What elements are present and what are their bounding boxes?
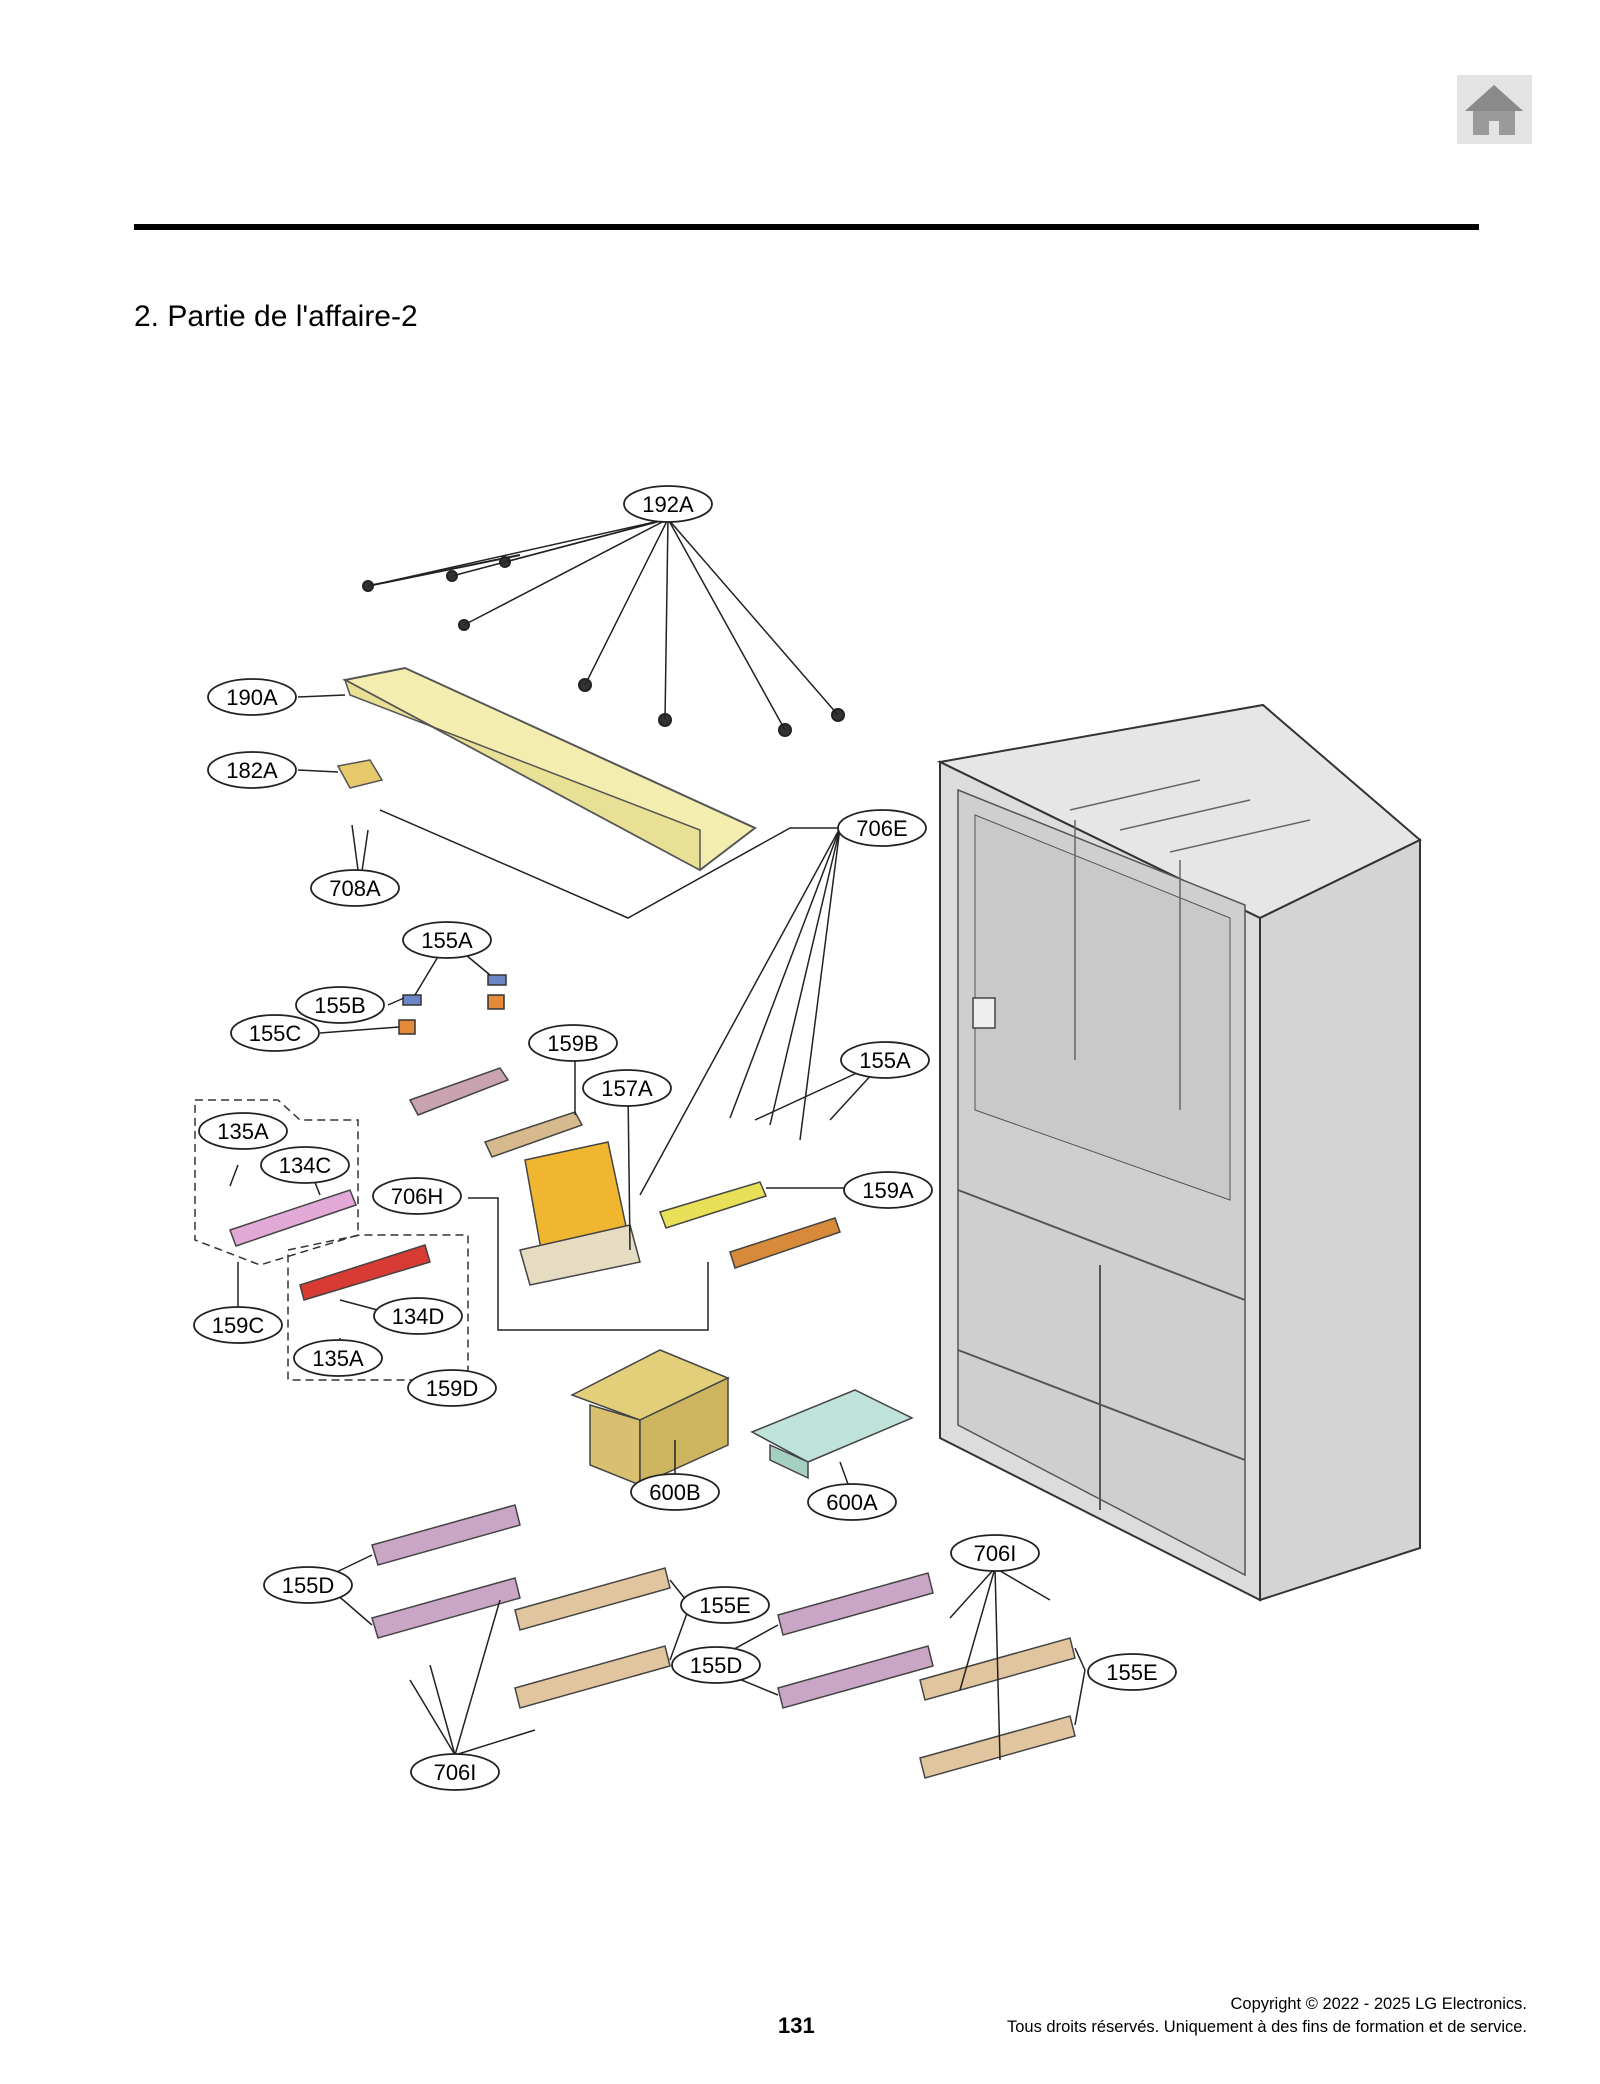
callout-159a: 159A — [843, 1171, 933, 1209]
rail-134c — [229, 1189, 357, 1247]
callout-159d: 159D — [407, 1369, 497, 1407]
rail-159b-left — [408, 1067, 510, 1116]
section-title: 2. Partie de l'affaire-2 — [134, 300, 418, 333]
callout-label: 182A — [226, 758, 278, 783]
callout-label: 708A — [329, 876, 381, 901]
callout-label: 159D — [426, 1376, 479, 1401]
copyright-line-2: Tous droits réservés. Uniquement à des f… — [1007, 2018, 1527, 2036]
callout-label: 600A — [826, 1490, 878, 1515]
callout-182a: 182A — [207, 751, 297, 789]
callout-708a: 708A — [310, 869, 400, 907]
callout-135a-1: 135A — [198, 1112, 288, 1150]
callout-label: 135A — [217, 1119, 269, 1144]
callout-706i-1: 706I — [950, 1534, 1040, 1572]
callout-label: 706I — [434, 1760, 477, 1785]
group-box-159c — [194, 1099, 359, 1266]
callout-label: 155D — [690, 1653, 743, 1678]
callout-600a: 600A — [807, 1483, 897, 1521]
callout-134d: 134D — [373, 1297, 463, 1335]
callout-706i-2: 706I — [410, 1753, 500, 1791]
copyright-line-1: Copyright © 2022 - 2025 LG Electronics. — [1230, 1995, 1527, 2013]
rail-159b — [483, 1111, 584, 1158]
callout-155a-2: 155A — [840, 1041, 930, 1079]
callout-192a: 192A — [623, 485, 713, 523]
tray-600a — [750, 1389, 914, 1480]
callout-135a-2: 135A — [293, 1339, 383, 1377]
callout-159b: 159B — [528, 1024, 618, 1062]
rail-159a-orange — [729, 1217, 841, 1269]
callout-label: 155E — [699, 1593, 750, 1618]
refrigerator-cabinet — [936, 703, 1422, 1602]
top-cover-190a — [342, 666, 757, 872]
header-rule — [134, 224, 1479, 230]
callout-label: 157A — [601, 1076, 653, 1101]
callout-155d-2: 155D — [671, 1646, 761, 1684]
callout-label: 706I — [974, 1541, 1017, 1566]
callout-label: 190A — [226, 685, 278, 710]
callout-label: 155D — [282, 1573, 335, 1598]
home-icon — [1465, 85, 1523, 135]
callout-155e-2: 155E — [1087, 1653, 1177, 1691]
callout-label: 155A — [859, 1048, 911, 1073]
callout-155d-1: 155D — [263, 1566, 353, 1604]
callout-label: 155A — [421, 928, 473, 953]
copyright-notice: Copyright © 2022 - 2025 LG Electronics. … — [1007, 1993, 1527, 2039]
home-button[interactable] — [1457, 75, 1532, 144]
callout-706e: 706E — [837, 809, 927, 847]
leader-lines — [229, 518, 1086, 1761]
callout-label: 706H — [391, 1184, 444, 1209]
callout-157a: 157A — [582, 1069, 672, 1107]
callout-label: 706E — [856, 816, 907, 841]
callout-155e-1: 155E — [680, 1586, 770, 1624]
duct-157a — [519, 1141, 641, 1286]
box-600b — [570, 1349, 730, 1487]
callout-label: 155E — [1106, 1660, 1157, 1685]
callout-label: 134C — [279, 1153, 332, 1178]
callout-134c: 134C — [260, 1146, 350, 1184]
callout-155c: 155C — [230, 1014, 320, 1052]
rail-134d — [299, 1244, 431, 1301]
callout-label: 192A — [642, 492, 694, 517]
bracket-182a — [336, 759, 384, 789]
callout-706h: 706H — [372, 1177, 462, 1215]
callout-label: 159B — [547, 1031, 598, 1056]
callout-155b: 155B — [295, 986, 385, 1024]
callout-label: 159A — [862, 1178, 914, 1203]
callout-600b: 600B — [630, 1473, 720, 1511]
callout-label: 134D — [392, 1304, 445, 1329]
callout-190a: 190A — [207, 678, 297, 716]
callout-155a-1: 155A — [402, 921, 492, 959]
hinge-bars-155e-left — [514, 1567, 671, 1709]
callout-label: 600B — [649, 1480, 700, 1505]
callout-label: 159C — [212, 1313, 265, 1338]
callout-label: 155C — [249, 1021, 302, 1046]
rail-159a — [659, 1181, 768, 1229]
callout-label: 155B — [314, 993, 365, 1018]
callout-labels: 192A 190A 182A 708A 706E 155A 155B 155C 159B157A… — [193, 485, 1177, 1791]
callout-label: 135A — [312, 1346, 364, 1371]
page-number: 131 — [778, 2013, 815, 2038]
hinge-parts-155 — [398, 974, 507, 1035]
hinge-bars-155d-right — [777, 1572, 934, 1709]
hinge-bars-155d-left — [371, 1504, 521, 1639]
callout-159c: 159C — [193, 1306, 283, 1344]
